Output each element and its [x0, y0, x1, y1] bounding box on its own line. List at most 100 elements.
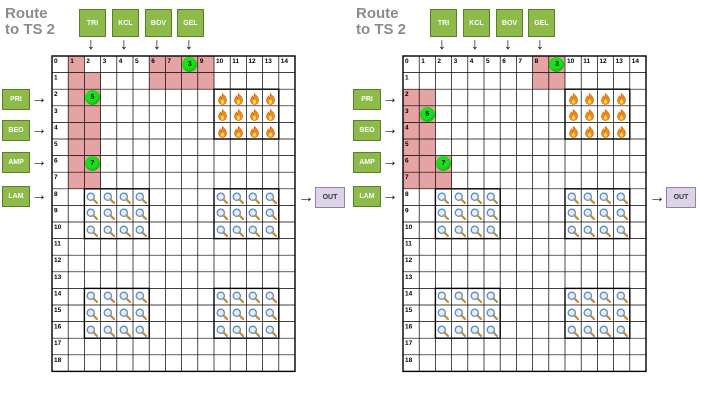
col-label: 13	[265, 58, 273, 65]
arrow-right-icon: →	[382, 187, 398, 204]
route-cell	[403, 172, 420, 189]
magnifier-icon	[103, 307, 115, 325]
row-label: 1	[54, 75, 58, 82]
row-label: 2	[405, 91, 409, 98]
route-cell	[149, 72, 166, 90]
row-label: 10	[405, 224, 413, 231]
flame-icon	[616, 108, 627, 126]
flame-icon	[217, 108, 228, 126]
magnifier-icon	[599, 324, 612, 342]
arrow-right-icon: →	[382, 90, 398, 107]
magnifier-icon	[567, 224, 580, 242]
magnifier-icon	[248, 224, 261, 242]
port-lam[interactable]: LAM	[2, 186, 30, 207]
route-cell	[403, 139, 420, 156]
magnifier-icon	[135, 290, 148, 308]
detector-block	[434, 188, 501, 240]
magnifier-icon	[232, 324, 245, 342]
row-label: 9	[405, 207, 409, 214]
port-bov[interactable]: BOV	[496, 9, 523, 37]
row-label: 6	[405, 158, 409, 165]
droplet[interactable]: 7	[436, 156, 451, 172]
arrow-down-icon: ↓	[153, 36, 161, 53]
row-label: 3	[405, 108, 409, 115]
flame-icon	[217, 125, 228, 143]
port-gel[interactable]: GEL	[528, 9, 555, 37]
magnifier-icon	[265, 224, 277, 242]
route-cell	[68, 139, 85, 156]
magnifier-icon	[454, 191, 466, 209]
magnifier-icon	[470, 224, 482, 242]
port-kcl[interactable]: KCL	[463, 9, 490, 37]
port-lam[interactable]: LAM	[353, 186, 381, 207]
col-label: 2	[86, 58, 90, 65]
row-label: 10	[54, 224, 62, 231]
droplet[interactable]: 3	[549, 56, 565, 72]
flame-icon	[249, 92, 260, 110]
col-label: 5	[486, 58, 490, 65]
magnifier-icon	[616, 224, 628, 242]
magnifier-icon	[86, 191, 99, 209]
col-label: 6	[502, 58, 506, 65]
droplet[interactable]: 7	[85, 156, 100, 172]
port-out[interactable]: OUT	[666, 187, 696, 208]
flame-icon	[600, 92, 611, 110]
port-kcl[interactable]: KCL	[112, 9, 139, 37]
droplet[interactable]: 5	[419, 106, 435, 122]
route-cell	[84, 122, 101, 139]
route-cell	[165, 56, 182, 73]
port-gel[interactable]: GEL	[177, 9, 204, 37]
route-cell	[532, 56, 549, 73]
port-amp[interactable]: AMP	[2, 152, 30, 173]
magnifier-icon	[486, 290, 499, 308]
magnifier-icon	[486, 307, 499, 325]
port-pri[interactable]: PRI	[353, 89, 381, 110]
magnifier-icon	[103, 207, 115, 225]
magnifier-icon	[135, 207, 148, 225]
flame-icon	[217, 92, 228, 110]
port-pri[interactable]: PRI	[2, 89, 30, 110]
row-label: 13	[54, 274, 62, 281]
route-cell	[84, 139, 101, 156]
port-out[interactable]: OUT	[315, 187, 345, 208]
col-label: 14	[281, 58, 289, 65]
magnifier-icon	[103, 290, 115, 308]
port-beo[interactable]: BEO	[2, 120, 30, 141]
port-amp[interactable]: AMP	[353, 152, 381, 173]
droplet[interactable]: 3	[182, 56, 198, 72]
magnifier-icon	[119, 290, 131, 308]
row-label: 5	[54, 141, 58, 148]
col-label: 11	[232, 58, 239, 65]
port-beo[interactable]: BEO	[353, 120, 381, 141]
port-tri[interactable]: TRI	[430, 9, 457, 37]
magnifier-icon	[248, 307, 261, 325]
row-label: 5	[405, 141, 409, 148]
row-label: 11	[54, 241, 61, 248]
route-cell	[84, 72, 101, 90]
panel-title: Route to TS 2	[5, 5, 56, 38]
port-bov[interactable]: BOV	[145, 9, 172, 37]
magnifier-icon	[599, 191, 612, 209]
col-label: 9	[200, 58, 204, 65]
row-label: 16	[54, 324, 62, 331]
magnifier-icon	[216, 207, 229, 225]
magnifier-icon	[486, 324, 499, 342]
magnifier-icon	[616, 290, 628, 308]
droplet[interactable]: 5	[85, 90, 100, 105]
magnifier-icon	[119, 324, 131, 342]
magnifier-icon	[103, 224, 115, 242]
flame-icon	[600, 108, 611, 126]
flame-icon	[265, 108, 276, 126]
magnifier-icon	[135, 324, 148, 342]
magnifier-icon	[616, 307, 628, 325]
row-label: 7	[54, 174, 58, 181]
port-tri[interactable]: TRI	[79, 9, 106, 37]
route-cell	[68, 155, 85, 173]
row-label: 12	[405, 257, 413, 264]
magnifier-icon	[135, 224, 148, 242]
magnifier-icon	[567, 307, 580, 325]
magnifier-icon	[119, 191, 131, 209]
magnifier-icon	[583, 307, 596, 325]
magnifier-icon	[216, 307, 229, 325]
col-label: 4	[470, 58, 474, 65]
